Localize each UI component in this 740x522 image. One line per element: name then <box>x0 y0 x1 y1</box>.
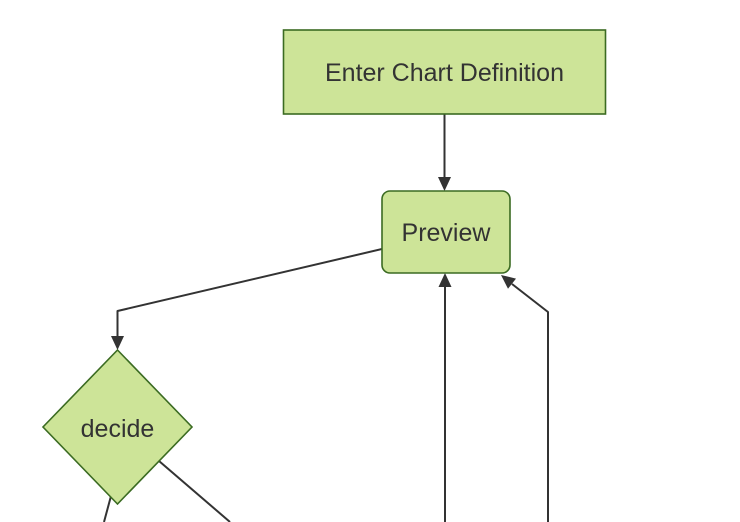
edge-decide-to-offscreen-left <box>103 495 112 522</box>
node-preview: Preview <box>381 190 511 274</box>
edge-line <box>103 495 112 522</box>
edge-enter-chart-definition-to-preview <box>438 114 451 191</box>
edge-decide-to-offscreen-right <box>158 460 231 522</box>
edge-preview-to-decide <box>111 248 383 350</box>
edge-line <box>511 283 549 522</box>
diamond-shape <box>41 348 194 506</box>
node-label: Enter Chart Definition <box>325 59 564 87</box>
arrowhead-icon <box>438 273 452 287</box>
rectangle-shape <box>282 29 607 115</box>
node-enter-chart-definition: Enter Chart Definition <box>282 29 607 115</box>
edge-line <box>116 248 383 337</box>
rounded-rectangle-shape <box>381 190 511 274</box>
arrowhead-icon <box>438 177 451 191</box>
node-label: Preview <box>402 219 492 247</box>
node-label: decide <box>81 415 155 443</box>
arrowhead-icon <box>111 336 124 350</box>
edge-offscreen-to-preview-bottom <box>438 273 452 522</box>
edge-offscreen-to-preview-corner <box>501 275 549 522</box>
node-decide: decide <box>41 348 194 506</box>
edge-line <box>158 460 231 522</box>
arrowhead-icon <box>501 275 516 289</box>
